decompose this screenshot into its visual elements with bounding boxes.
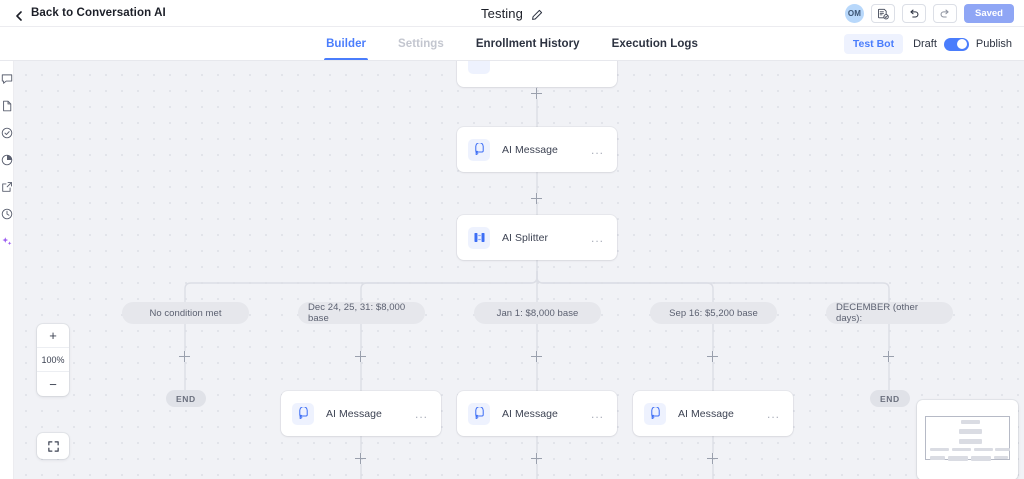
branch-pill-3[interactable]: Jan 1: $8,000 base xyxy=(474,302,601,324)
node-label: AI Message xyxy=(502,407,558,420)
node-label: AI Message xyxy=(502,143,558,156)
chat-bubble-icon[interactable] xyxy=(1,73,13,85)
ai-message-icon xyxy=(468,402,490,425)
node-menu-button[interactable]: ... xyxy=(766,406,780,421)
undo-arrow-icon[interactable] xyxy=(902,4,926,23)
file-icon[interactable] xyxy=(1,100,13,112)
add-step-button-b2[interactable] xyxy=(355,351,366,362)
external-link-icon[interactable] xyxy=(1,181,13,193)
minimap-node xyxy=(994,456,1008,459)
node-menu-button[interactable]: ... xyxy=(590,142,604,157)
flow-canvas[interactable]: AI Message ... AI Splitter ... No condit… xyxy=(14,61,1024,479)
node-label: AI Splitter xyxy=(502,231,549,244)
add-step-button-b4-lower[interactable] xyxy=(707,453,718,464)
back-label: Back to Conversation AI xyxy=(31,7,166,19)
tab-enrollment-history[interactable]: Enrollment History xyxy=(475,37,580,50)
document-check-icon[interactable] xyxy=(871,4,895,23)
minimap-node xyxy=(974,448,993,451)
branch-pill-2[interactable]: Dec 24, 25, 31: $8,000 base xyxy=(298,302,425,324)
redo-arrow-icon[interactable] xyxy=(933,4,957,23)
add-step-button-mid[interactable] xyxy=(531,193,542,204)
node-menu-button[interactable]: ... xyxy=(590,230,604,245)
pencil-icon[interactable] xyxy=(531,8,543,20)
add-step-button-b2-lower[interactable] xyxy=(355,453,366,464)
ai-message-icon xyxy=(292,402,314,425)
tab-builder[interactable]: Builder xyxy=(324,29,369,60)
top-header-bar: Back to Conversation AI Testing OM xyxy=(0,0,1024,27)
pie-chart-icon[interactable] xyxy=(1,154,13,166)
check-circle-icon[interactable] xyxy=(1,127,13,139)
tab-execution-logs[interactable]: Execution Logs xyxy=(611,37,698,50)
ai-message-icon xyxy=(468,138,490,161)
add-step-button-b1[interactable] xyxy=(179,351,190,362)
add-step-button-top[interactable] xyxy=(531,88,542,99)
flow-connectors xyxy=(184,61,890,479)
zoom-in-button[interactable]: + xyxy=(37,324,69,348)
minimap-node xyxy=(930,448,949,451)
save-button[interactable]: Saved xyxy=(964,4,1014,23)
chevron-left-icon xyxy=(14,8,24,21)
end-badge-b5[interactable]: END xyxy=(870,390,910,407)
left-icon-rail xyxy=(0,61,14,479)
add-step-button-b3-lower[interactable] xyxy=(531,453,542,464)
node-ai-message-b4[interactable]: AI Message ... xyxy=(633,391,793,436)
draft-label: Draft xyxy=(913,38,937,50)
header-actions: OM Saved xyxy=(845,0,1014,27)
toggle-knob xyxy=(957,39,968,49)
minimap-node xyxy=(930,456,945,460)
tab-bar: Builder Settings Enrollment History Exec… xyxy=(0,27,1024,61)
node-ai-message-b3[interactable]: AI Message ... xyxy=(457,391,617,436)
minimap-node xyxy=(961,420,980,424)
avatar[interactable]: OM xyxy=(845,4,864,23)
node-icon-placeholder xyxy=(468,61,490,74)
node-ai-message-1[interactable]: AI Message ... xyxy=(457,127,617,172)
node-ai-splitter[interactable]: AI Splitter ... xyxy=(457,215,617,260)
publish-toggle[interactable] xyxy=(943,37,969,51)
zoom-out-button[interactable]: − xyxy=(49,376,57,392)
add-step-button-b3[interactable] xyxy=(531,351,542,362)
add-step-button-b4[interactable] xyxy=(707,351,718,362)
tab-settings: Settings xyxy=(398,37,444,50)
minimap-node xyxy=(948,456,968,461)
page-title: Testing xyxy=(481,6,523,21)
node-partial-top[interactable] xyxy=(457,61,617,87)
back-to-conversation-ai-button[interactable]: Back to Conversation AI xyxy=(14,7,166,21)
branch-pill-5[interactable]: DECEMBER (other days): xyxy=(826,302,953,324)
node-label: AI Message xyxy=(678,407,734,420)
branch-pill-4[interactable]: Sep 16: $5,200 base xyxy=(650,302,777,324)
zoom-level-label: 100% xyxy=(37,348,69,372)
tab-bar-actions: Test Bot Draft Publish xyxy=(843,27,1012,61)
minimap-node xyxy=(971,456,991,461)
minimap-node xyxy=(995,448,1010,451)
ai-message-icon xyxy=(644,402,666,425)
test-bot-button[interactable]: Test Bot xyxy=(843,34,904,54)
node-ai-message-b2[interactable]: AI Message ... xyxy=(281,391,441,436)
node-menu-button[interactable]: ... xyxy=(590,406,604,421)
minimap-node xyxy=(959,429,982,434)
node-menu-button[interactable]: ... xyxy=(414,406,428,421)
publish-toggle-group: Draft Publish xyxy=(913,37,1012,51)
add-step-button-b5[interactable] xyxy=(883,351,894,362)
end-badge-b1[interactable]: END xyxy=(166,390,206,407)
minimap-node xyxy=(952,448,971,451)
fit-screen-icon[interactable] xyxy=(37,433,69,459)
canvas-minimap[interactable] xyxy=(917,400,1018,479)
ai-sparkle-icon[interactable] xyxy=(1,235,13,247)
ai-splitter-icon xyxy=(468,226,490,249)
zoom-controls: + 100% − xyxy=(37,324,69,396)
node-label: AI Message xyxy=(326,407,382,420)
branch-pill-1[interactable]: No condition met xyxy=(122,302,249,324)
history-clock-icon[interactable] xyxy=(1,208,13,220)
tab-list: Builder Settings Enrollment History Exec… xyxy=(0,27,1024,61)
minimap-node xyxy=(959,439,982,444)
publish-label: Publish xyxy=(975,38,1012,50)
